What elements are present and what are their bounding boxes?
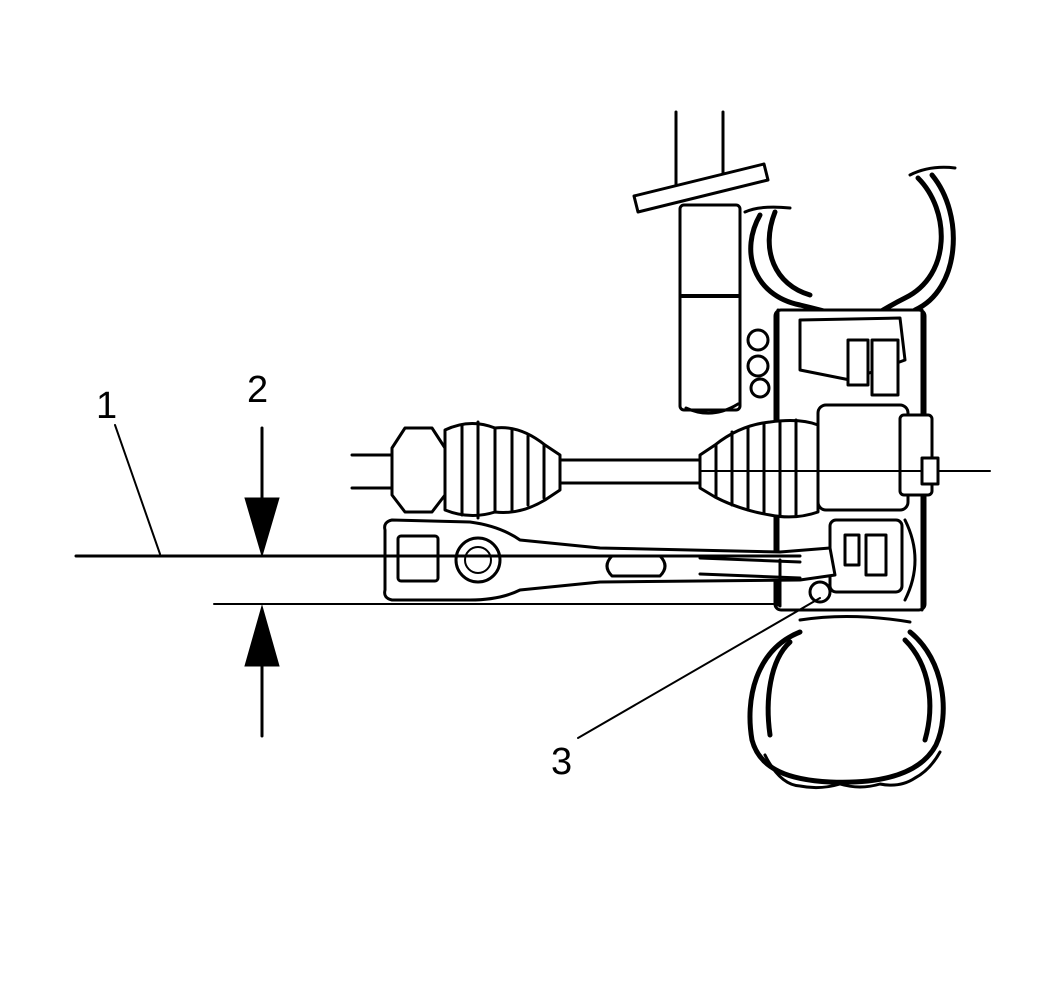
leader-line-1	[114, 424, 161, 555]
lower-tire-section	[747, 614, 946, 790]
upper-spring-coil	[743, 165, 957, 328]
callout-3: 3	[551, 741, 572, 783]
strut-assembly	[632, 110, 770, 415]
leader-line-3	[577, 597, 821, 739]
callout-2: 2	[247, 369, 268, 411]
dimension-arrows	[244, 426, 280, 738]
callout-1: 1	[96, 385, 117, 427]
arrow-up-icon	[244, 604, 280, 667]
alignment-tool	[383, 518, 837, 608]
drive-axle	[350, 418, 991, 520]
leader-lines	[114, 424, 821, 739]
arrow-down-icon	[244, 497, 280, 558]
reference-line	[74, 554, 802, 605]
